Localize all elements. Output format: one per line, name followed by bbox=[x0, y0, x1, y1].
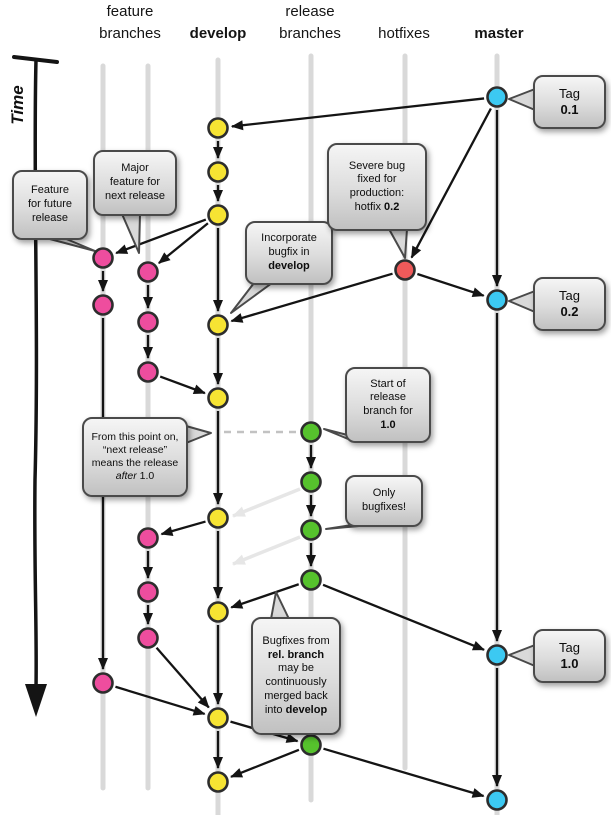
commit-node-m1-master bbox=[486, 86, 508, 108]
commit-node-m4-master bbox=[486, 789, 508, 811]
commit-node-d3-develop bbox=[207, 204, 229, 226]
arrow-r5-to-m4 bbox=[323, 747, 485, 798]
ghost-merge-arrows bbox=[232, 487, 301, 566]
commit-node-d5-develop bbox=[207, 387, 229, 409]
commit-nodes bbox=[92, 86, 508, 811]
commit-node-d2-develop bbox=[207, 161, 229, 183]
arrow-h1-to-d4 bbox=[230, 272, 393, 323]
callout-from-this-point-on: From this point on,“next release”means t… bbox=[82, 417, 188, 497]
time-arrow bbox=[12, 55, 59, 717]
branch-header-master: master bbox=[474, 25, 524, 42]
branch-header-develop: develop bbox=[189, 25, 247, 42]
commit-node-b4-feature bbox=[137, 527, 159, 549]
commit-node-d1-develop bbox=[207, 117, 229, 139]
commit-node-d6-develop bbox=[207, 507, 229, 529]
arrow-d3-to-a1 bbox=[115, 218, 207, 255]
arrow-m1-to-h1 bbox=[410, 107, 492, 259]
ghost-merge-arrow-2 bbox=[232, 535, 301, 566]
arrow-r4-to-m3 bbox=[322, 583, 485, 651]
arrow-b3-to-d5 bbox=[159, 375, 206, 395]
time-label: Time bbox=[8, 85, 27, 125]
arrow-m1-to-d1 bbox=[230, 97, 485, 131]
commit-arrows bbox=[98, 97, 502, 798]
commit-node-r4-release bbox=[300, 569, 322, 591]
arrow-d6-to-b4 bbox=[160, 520, 206, 536]
commit-node-a3-feature bbox=[92, 672, 114, 694]
commit-node-d7-develop bbox=[207, 601, 229, 623]
commit-node-m3-master bbox=[486, 644, 508, 666]
commit-node-d9-develop bbox=[207, 771, 229, 793]
arrow-a3-to-d8 bbox=[115, 685, 206, 716]
commit-node-a2-feature bbox=[92, 294, 114, 316]
commit-node-r2-release bbox=[300, 471, 322, 493]
commit-node-r1-release bbox=[300, 421, 322, 443]
arrow-b6-to-d8 bbox=[155, 647, 210, 709]
commit-node-a1-feature bbox=[92, 247, 114, 269]
ghost-merge-arrow-1 bbox=[232, 487, 301, 518]
arrow-r4-to-d7 bbox=[230, 583, 300, 609]
commit-node-r3-release bbox=[300, 519, 322, 541]
commit-node-b1-feature bbox=[137, 261, 159, 283]
commit-node-r5-release bbox=[300, 734, 322, 756]
time-arrowhead-icon bbox=[25, 684, 47, 717]
commit-node-b5-feature bbox=[137, 581, 159, 603]
commit-node-h1-hotfix bbox=[394, 259, 416, 281]
commit-node-b2-feature bbox=[137, 311, 159, 333]
commit-node-b6-feature bbox=[137, 627, 159, 649]
commit-node-b3-feature bbox=[137, 361, 159, 383]
arrow-d3-to-b1 bbox=[158, 222, 209, 265]
time-arrow-shaft bbox=[33, 58, 39, 690]
commit-node-d8-develop bbox=[207, 707, 229, 729]
arrow-r5-to-d9 bbox=[230, 748, 300, 778]
branch-header-hotfixes: hotfixes bbox=[378, 25, 430, 42]
commit-node-d4-develop bbox=[207, 314, 229, 336]
commit-node-m2-master bbox=[486, 289, 508, 311]
arrow-h1-to-m2 bbox=[417, 272, 485, 298]
